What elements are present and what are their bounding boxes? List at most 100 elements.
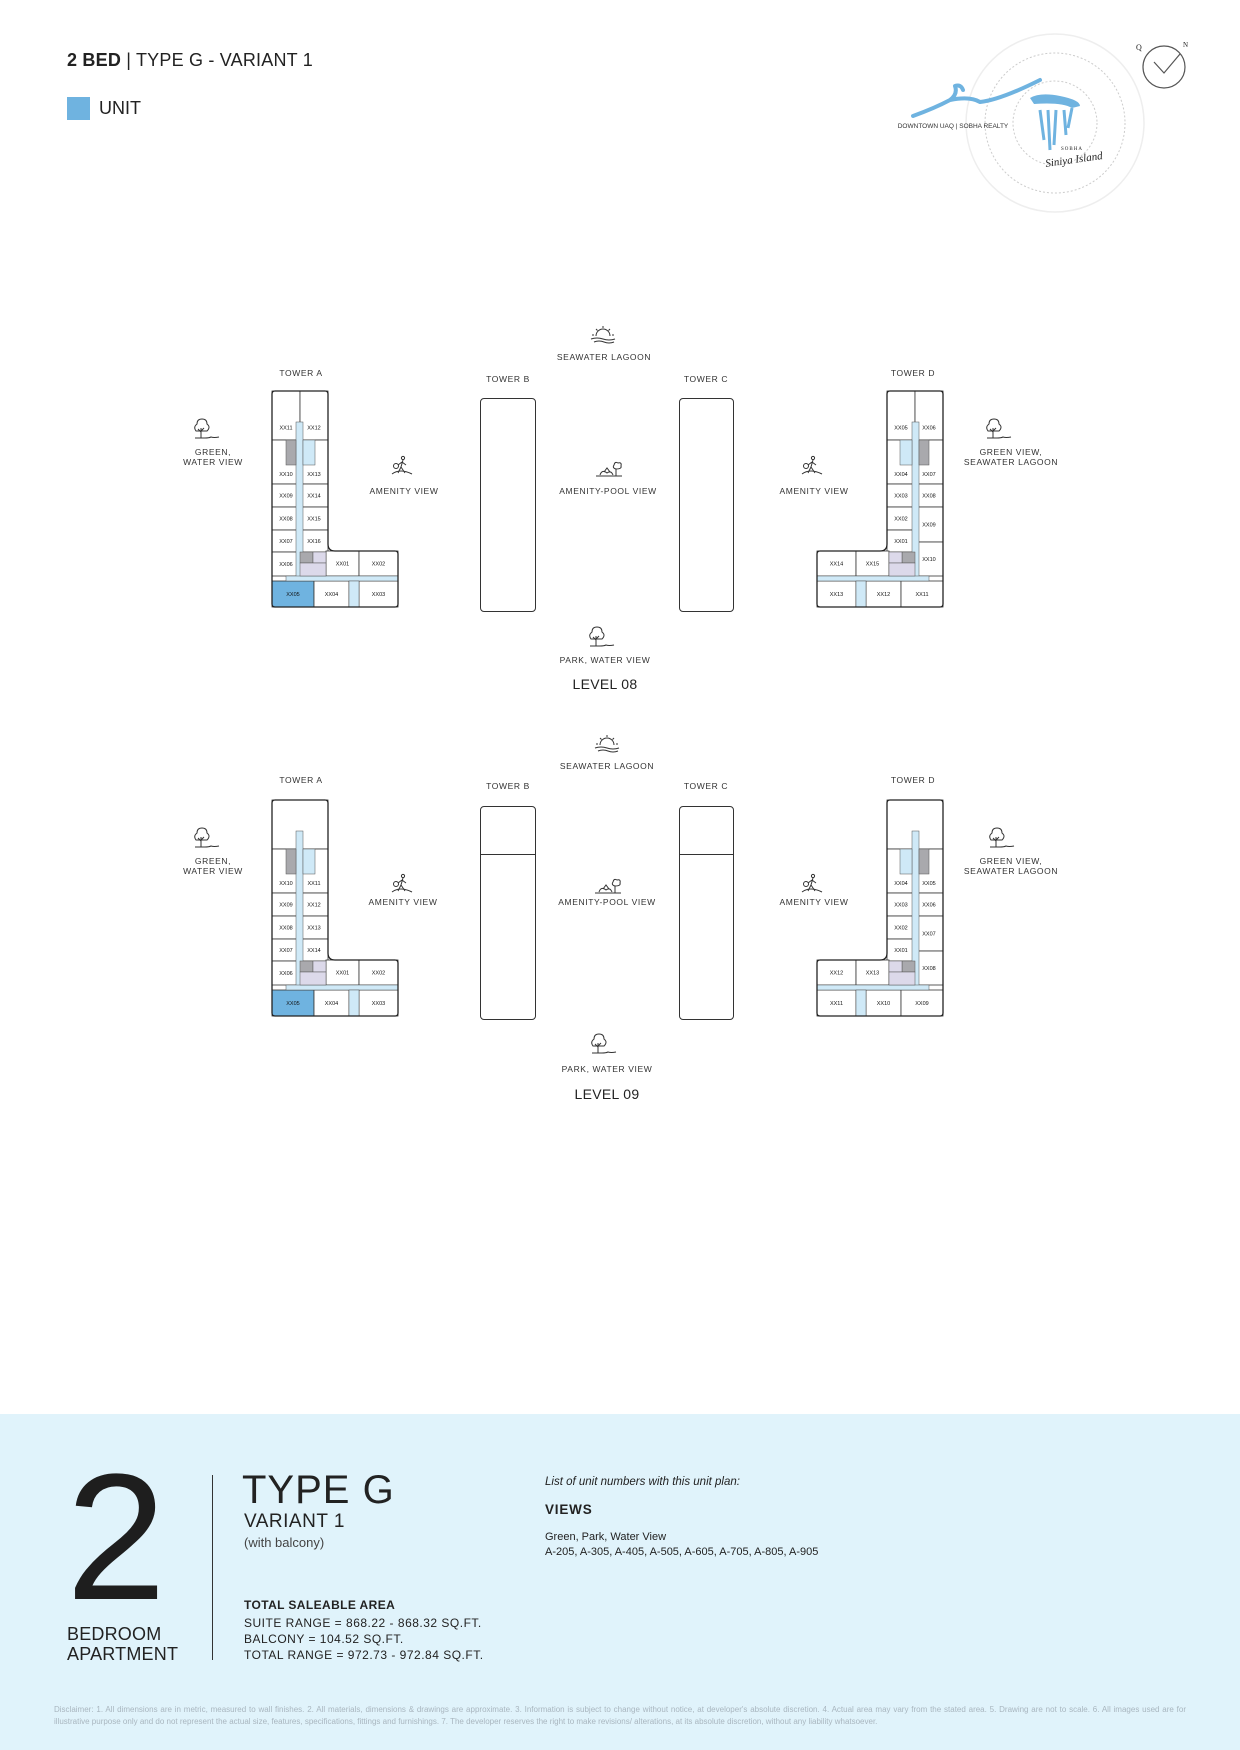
unit-label: XX07 <box>279 948 292 954</box>
project-logo: DOWNTOWN UAQ | SOBHA REALTY SOBHA Siniya… <box>890 30 1230 220</box>
unit-label: XX09 <box>279 494 292 500</box>
bedroom-count: 2 <box>66 1437 167 1638</box>
unit-label: XX08 <box>922 966 935 972</box>
unit-label: XX03 <box>894 903 907 909</box>
unit-label: XX06 <box>279 971 292 977</box>
services <box>299 562 327 577</box>
unit-label: XX10 <box>922 557 935 563</box>
view-label-amenity-right: AMENITY VIEW <box>779 897 849 907</box>
view-label-right-1: GREEN VIEW, <box>979 447 1043 457</box>
tower-outline <box>271 390 399 608</box>
stairs <box>285 439 297 466</box>
unit-label: XX07 <box>922 932 935 938</box>
unit-label: XX11 <box>830 1001 843 1007</box>
unit-label: XX09 <box>915 1001 928 1007</box>
unit-label: XX14 <box>307 948 320 954</box>
services <box>312 960 327 973</box>
logo-tagline: DOWNTOWN UAQ | SOBHA REALTY <box>897 123 1009 130</box>
tower-c-label: TOWER C <box>683 781 729 791</box>
unit-label: XX03 <box>372 1001 385 1007</box>
unit-label: XX11 <box>915 592 928 598</box>
lift-lobby <box>302 848 316 875</box>
tower-a-label: TOWER A <box>279 775 323 785</box>
unit-label: XX12 <box>830 971 843 977</box>
level-08-plan: SEAWATER LAGOON TOWER A TOWER B TOWER C … <box>0 0 1240 692</box>
unit-legend-swatch <box>67 97 90 120</box>
unit-label: XX01 <box>894 539 907 545</box>
unit-cell <box>886 390 916 441</box>
balcony-area: BALCONY = 104.52 SQ.FT. <box>244 1632 404 1646</box>
bedroom-label-1: BEDROOM <box>67 1624 162 1644</box>
summary-divider <box>212 1475 213 1660</box>
disclaimer: Disclaimer: 1. All dimensions are in met… <box>54 1705 1186 1726</box>
view-label-left-2: WATER VIEW <box>183 866 243 876</box>
services <box>888 562 916 577</box>
tower-b-label: TOWER B <box>486 374 530 384</box>
corridor <box>855 989 867 1017</box>
area-heading: TOTAL SALEABLE AREA <box>244 1598 396 1612</box>
tower-d-label: TOWER D <box>890 775 936 785</box>
unit-label: XX04 <box>325 592 338 598</box>
unit-label: XX11 <box>307 881 320 887</box>
unit-cell <box>313 580 350 608</box>
unit-cell <box>855 959 890 986</box>
view-label-amenity-left: AMENITY VIEW <box>368 897 438 907</box>
unit-cell <box>358 989 399 1017</box>
unit-label: XX10 <box>279 881 292 887</box>
sun-water-icon <box>594 734 620 753</box>
unit-label: XX08 <box>922 494 935 500</box>
unit-cell <box>271 960 301 986</box>
unit-label: XX09 <box>922 523 935 529</box>
stairs <box>918 848 930 875</box>
tower-outline <box>816 390 944 608</box>
view-label-top: SEAWATER LAGOON <box>559 761 655 771</box>
page-title: 2 BED | TYPE G - VARIANT 1 <box>67 50 313 71</box>
services <box>299 971 327 986</box>
unit-label: XX13 <box>830 592 843 598</box>
view-label-right-2: SEAWATER LAGOON <box>963 866 1059 876</box>
total-range: TOTAL RANGE = 972.73 - 972.84 SQ.FT. <box>244 1648 484 1662</box>
tower-d-label: TOWER D <box>890 368 936 378</box>
unit-cell <box>914 541 944 577</box>
tower-c-outline <box>679 806 734 1020</box>
suite-range: SUITE RANGE = 868.22 - 868.32 SQ.FT. <box>244 1616 482 1630</box>
services <box>888 971 916 986</box>
unit-label: XX04 <box>894 472 907 478</box>
tree-icon <box>591 1033 617 1054</box>
unit-label: XX12 <box>307 903 320 909</box>
lift-lobby <box>899 439 913 466</box>
unit-type: TYPE G <box>242 1468 395 1512</box>
unit-label: XX05 <box>894 426 907 432</box>
unit-label: XX14 <box>830 562 843 568</box>
view-label-right-1: GREEN VIEW, <box>979 856 1043 866</box>
bedroom-label-2: APARTMENT <box>67 1644 179 1664</box>
unit-label: XX02 <box>372 562 385 568</box>
logo-brand: SOBHA <box>1061 147 1083 152</box>
sun-water-icon <box>590 325 616 344</box>
unit-label: XX13 <box>307 926 320 932</box>
location-map-graphic <box>911 33 1145 213</box>
stairs <box>901 960 916 973</box>
corridor <box>816 984 930 991</box>
compass-q: Q <box>1136 43 1142 52</box>
unit-variant: VARIANT 1 <box>244 1511 345 1532</box>
level-09-plan: SEAWATER LAGOON TOWER A TOWER B TOWER C … <box>0 409 1240 1102</box>
unit-label: XX05 <box>922 881 935 887</box>
unit-numbers: A-205, A-305, A-405, A-505, A-605, A-705… <box>545 1546 819 1558</box>
unit-label: XX15 <box>307 517 320 523</box>
unit-label: XX04 <box>325 1001 338 1007</box>
view-label-bottom: PARK, WATER VIEW <box>559 655 651 665</box>
stairs <box>299 960 314 973</box>
unit-label: XX06 <box>922 426 935 432</box>
unit-label: XX03 <box>894 494 907 500</box>
tree-icon <box>194 827 220 848</box>
views-heading: VIEWS <box>545 1502 593 1517</box>
corridor <box>285 984 399 991</box>
unit-label: XX02 <box>894 517 907 523</box>
view-label-pool: AMENITY-POOL VIEW <box>559 486 657 496</box>
unit-label: XX04 <box>894 881 907 887</box>
